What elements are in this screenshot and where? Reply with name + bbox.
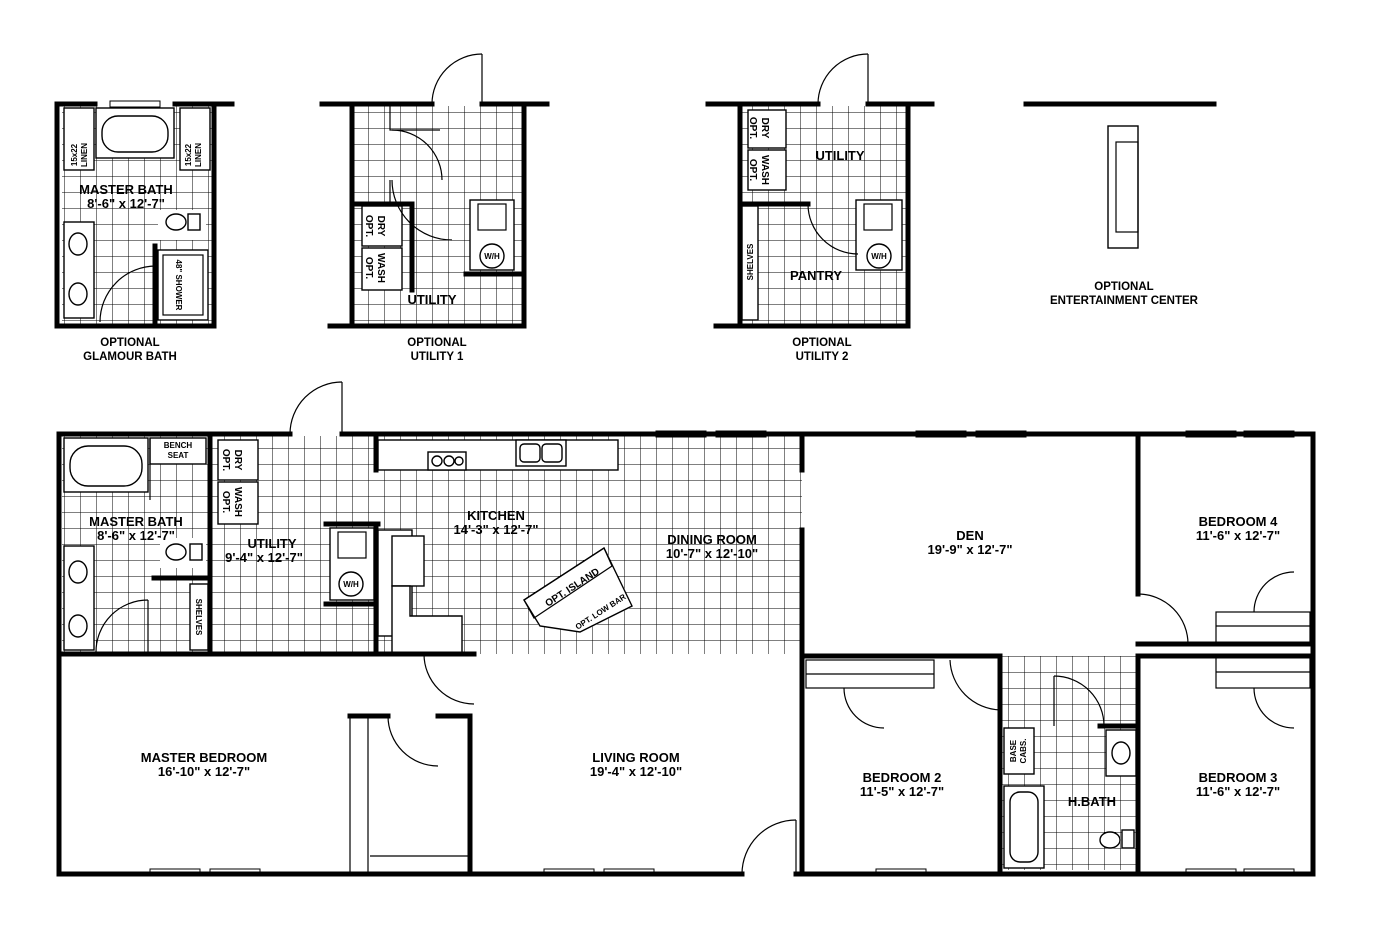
svg-text:W/H: W/H [343, 580, 359, 589]
svg-text:OPT.: OPT. [747, 159, 758, 181]
svg-text:OPTIONAL: OPTIONAL [100, 337, 159, 349]
linen-closet-left [63, 107, 95, 171]
svg-text:GLAMOUR BATH: GLAMOUR BATH [83, 351, 177, 363]
bench-seat [149, 437, 207, 465]
kitchen-counter [377, 439, 619, 471]
svg-text:OPT.: OPT. [220, 491, 231, 513]
svg-text:DRY: DRY [375, 216, 386, 237]
bedroom-4-size: 11'-6" x 12'-7" [1196, 528, 1280, 543]
svg-text:UTILITY: UTILITY [407, 292, 456, 307]
svg-text:ENTERTAINMENT CENTER: ENTERTAINMENT CENTER [1050, 295, 1199, 307]
main-floor-plan: BENCH SEAT SHELVES DRY OPT. WASH OPT. W/… [56, 381, 1316, 877]
svg-text:WASH: WASH [375, 253, 386, 283]
svg-text:15x22: 15x22 [70, 143, 79, 166]
bedroom-3-size: 11'-6" x 12'-7" [1196, 784, 1280, 799]
optional-utility-2: DRY OPT. WASH OPT. SHELVES W/H UTILITY P… [705, 53, 935, 363]
master-bath-size: 8'-6" x 12'-7" [97, 528, 175, 543]
svg-text:BASE: BASE [1009, 739, 1018, 762]
svg-text:DRY: DRY [232, 450, 243, 471]
optional-entertainment-center: OPTIONAL ENTERTAINMENT CENTER [1023, 101, 1217, 307]
h-bath-label: H.BATH [1068, 794, 1116, 809]
shower-icon [157, 249, 209, 321]
den-label: DEN [956, 528, 983, 543]
toilet-icon [165, 213, 187, 231]
svg-text:OPT.: OPT. [363, 215, 374, 237]
master-bedroom-size: 16'-10" x 12'-7" [158, 764, 250, 779]
svg-text:CABS.: CABS. [1019, 739, 1028, 764]
svg-text:15x22: 15x22 [184, 143, 193, 166]
svg-text:8'-6" x 12'-7": 8'-6" x 12'-7" [87, 196, 165, 211]
svg-text:LINEN: LINEN [80, 143, 89, 167]
svg-text:BENCH: BENCH [164, 441, 193, 450]
svg-text:DRY: DRY [759, 118, 770, 139]
washer-icon [747, 149, 787, 191]
master-bath-label: MASTER BATH [89, 514, 183, 529]
linen-closet-right [179, 107, 211, 171]
toilet-icon [165, 543, 187, 561]
washer-icon [361, 247, 403, 291]
living-room-size: 19'-4" x 12'-10" [590, 764, 682, 779]
master-bedroom-label: MASTER BEDROOM [141, 750, 267, 765]
refrigerator-icon [391, 535, 425, 587]
svg-text:OPT.: OPT. [363, 257, 374, 279]
bedroom-3-label: BEDROOM 3 [1199, 770, 1278, 785]
kitchen-label: KITCHEN [467, 508, 525, 523]
svg-text:SEAT: SEAT [168, 451, 189, 460]
dryer-icon [747, 109, 787, 149]
svg-text:OPT.: OPT. [220, 449, 231, 471]
svg-text:UTILITY 2: UTILITY 2 [796, 351, 849, 363]
washer-icon [217, 481, 259, 525]
optional-island: OPT. ISLAND OPT. LOW BAR [523, 546, 633, 633]
svg-text:48" SHOWER: 48" SHOWER [174, 260, 183, 311]
svg-text:WASH: WASH [759, 155, 770, 185]
bedroom-2-label: BEDROOM 2 [863, 770, 942, 785]
base-cabinets [1003, 727, 1035, 775]
svg-text:PANTRY: PANTRY [790, 268, 842, 283]
svg-text:SHELVES: SHELVES [746, 243, 755, 280]
kitchen-size: 14'-3" x 12'-7" [453, 522, 538, 537]
utility-label: UTILITY [247, 536, 296, 551]
svg-text:OPTIONAL: OPTIONAL [407, 337, 466, 349]
dining-room-label: DINING ROOM [667, 532, 757, 547]
toilet-icon [1099, 831, 1121, 849]
svg-text:UTILITY 1: UTILITY 1 [411, 351, 464, 363]
svg-text:UTILITY: UTILITY [815, 148, 864, 163]
bedroom-2-size: 11'-5" x 12'-7" [860, 784, 944, 799]
svg-text:SHELVES: SHELVES [194, 599, 203, 636]
svg-text:OPT.: OPT. [747, 117, 758, 139]
bedroom-4-label: BEDROOM 4 [1199, 514, 1279, 529]
svg-text:OPTIONAL: OPTIONAL [792, 337, 851, 349]
entertainment-center-icon [1107, 125, 1139, 249]
svg-text:OPTIONAL: OPTIONAL [1094, 281, 1153, 293]
den-size: 19'-9" x 12'-7" [927, 542, 1012, 557]
svg-text:W/H: W/H [871, 252, 887, 261]
optional-utility-1: DRY OPT. WASH OPT. W/H UTILITY OPTIONAL … [319, 53, 550, 363]
svg-text:MASTER BATH: MASTER BATH [79, 182, 173, 197]
optional-glamour-bath: 15x22 LINEN 15x22 LINEN 48" SHOWER MASTE… [54, 100, 235, 363]
utility-size: 9'-4" x 12'-7" [225, 550, 303, 565]
svg-text:W/H: W/H [484, 252, 500, 261]
dryer-icon [217, 439, 259, 481]
svg-text:LINEN: LINEN [194, 143, 203, 167]
living-room-label: LIVING ROOM [592, 750, 679, 765]
svg-text:WASH: WASH [232, 487, 243, 517]
dining-room-size: 10'-7" x 12'-10" [666, 546, 758, 561]
